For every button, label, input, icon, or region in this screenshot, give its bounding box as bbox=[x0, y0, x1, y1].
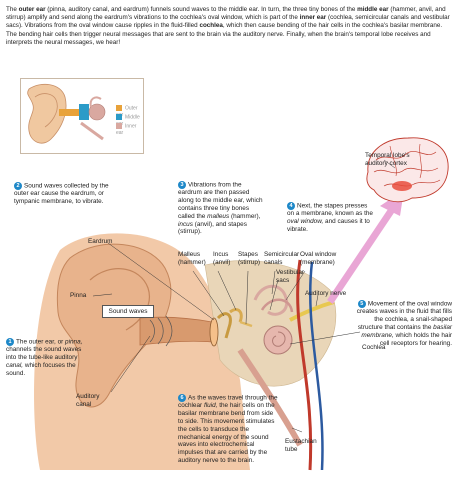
label-vestibular-sacs: Vestibular sacs bbox=[276, 269, 306, 284]
cochlea-shape bbox=[264, 326, 292, 354]
label-pinna: Pinna bbox=[70, 292, 86, 300]
label-malleus: Malleus (hammer) bbox=[178, 251, 208, 266]
eardrum-shape bbox=[210, 318, 218, 346]
label-stapes: Stapes (stirrup) bbox=[238, 251, 266, 266]
label-oval-window: Oval window (membrane) bbox=[300, 251, 342, 266]
label-auditory-canal: Auditory canal bbox=[76, 393, 106, 408]
label-auditory-nerve: Auditory nerve bbox=[305, 290, 346, 298]
sound-waves-box: Sound waves bbox=[102, 305, 154, 318]
label-semicircular-canals: Semicircular canals bbox=[264, 251, 300, 266]
label-temporal-lobe: Temporal lobe's auditory cortex bbox=[365, 152, 433, 167]
label-eardrum: Eardrum bbox=[88, 238, 113, 246]
label-incus: Incus (anvil) bbox=[213, 251, 241, 266]
label-eustachian-tube: Eustachian tube bbox=[285, 438, 325, 453]
brain-illustration bbox=[367, 138, 448, 202]
